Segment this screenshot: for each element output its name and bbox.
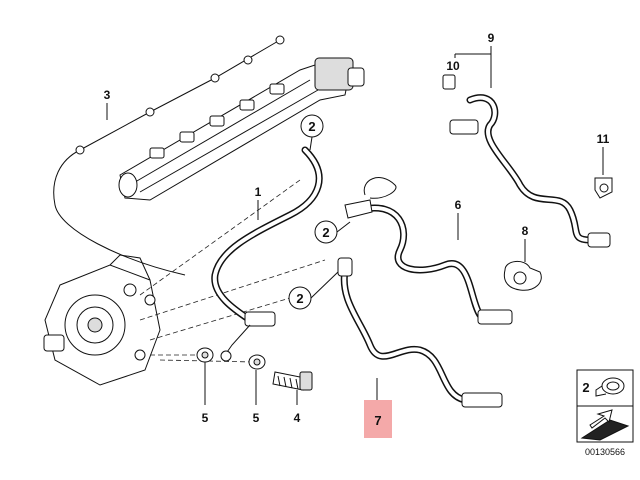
arrow-plane-icon — [580, 409, 630, 441]
callout-7-highlighted: 7 — [364, 378, 392, 438]
callout-10: 10 — [446, 59, 460, 73]
svg-text:4: 4 — [294, 411, 301, 425]
svg-text:6: 6 — [455, 198, 462, 212]
clip-11 — [594, 177, 613, 199]
svg-text:1: 1 — [255, 185, 262, 199]
svg-text:2: 2 — [582, 380, 589, 395]
callout-8: 8 — [522, 224, 529, 262]
callout-4: 4 — [294, 390, 301, 425]
svg-text:11: 11 — [597, 132, 610, 146]
fuel-rail — [118, 57, 365, 201]
svg-text:2: 2 — [322, 225, 329, 240]
washer-5-right — [248, 354, 266, 370]
return-line-9 — [442, 74, 611, 248]
svg-text:7: 7 — [374, 413, 381, 428]
fuel-line-7 — [337, 257, 503, 408]
highlight-box — [364, 400, 392, 438]
washer-5-left — [196, 347, 214, 363]
hose-clamp-icon — [595, 377, 625, 397]
feed-line-1 — [211, 146, 323, 362]
callout-5-left: 5 — [202, 362, 209, 425]
callout-11: 11 — [597, 132, 610, 175]
fuel-line-6 — [344, 177, 513, 325]
svg-text:5: 5 — [253, 411, 260, 425]
legend-box: 2 — [576, 369, 634, 443]
assembly-leader-lines — [139, 179, 326, 363]
svg-text:2: 2 — [308, 119, 315, 134]
callout-3: 3 — [104, 88, 111, 120]
svg-text:3: 3 — [104, 88, 111, 102]
injector-port — [149, 83, 285, 159]
svg-text:10: 10 — [446, 59, 460, 73]
callout-1: 1 — [255, 185, 262, 220]
svg-text:2: 2 — [296, 291, 303, 306]
circled-ref-2-top: 2 — [300, 114, 324, 151]
callout-6: 6 — [455, 198, 462, 240]
svg-text:8: 8 — [522, 224, 529, 238]
hollow-bolt-4 — [272, 371, 313, 391]
svg-text:5: 5 — [202, 411, 209, 425]
leak-off-line — [53, 35, 285, 276]
callout-9: 9 — [454, 31, 495, 88]
high-pressure-pump — [43, 254, 161, 386]
callout-5-right: 5 — [253, 370, 260, 425]
svg-text:9: 9 — [488, 31, 495, 45]
circled-ref-2-lower: 2 — [288, 271, 339, 310]
clamp-8 — [503, 261, 542, 291]
image-code: 00130566 — [585, 447, 625, 457]
circled-ref-2-middle: 2 — [314, 220, 351, 244]
